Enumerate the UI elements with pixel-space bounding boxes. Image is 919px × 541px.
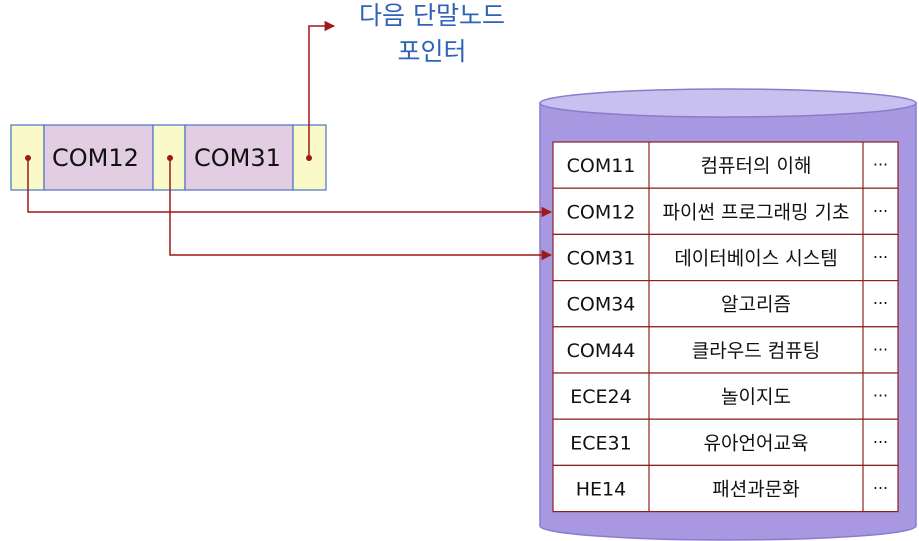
record-name: 패션과문화 — [712, 479, 799, 501]
label-line-1: 다음 단말노드 — [359, 1, 505, 30]
record-code: COM44 — [567, 340, 636, 362]
row-background — [552, 464, 899, 513]
row-background — [552, 141, 899, 189]
record-name: 유아언어교육 — [704, 432, 809, 454]
pointer-dot-3 — [306, 155, 312, 161]
node-key-1: COM12 — [52, 144, 139, 172]
record-more: ··· — [873, 155, 888, 174]
row-background — [552, 372, 899, 420]
record-name: 컴퓨터의 이해 — [701, 155, 812, 177]
pointer-dot-2 — [167, 155, 173, 161]
node-key-2: COM31 — [194, 144, 281, 172]
record-code: ECE31 — [570, 432, 631, 454]
record-name: 알고리즘 — [721, 294, 791, 316]
record-code: COM12 — [567, 201, 636, 223]
table-row: COM34 알고리즘 ··· — [552, 280, 899, 328]
record-name: 파이썬 프로그래밍 기초 — [663, 201, 850, 223]
record-name: 데이터베이스 시스템 — [674, 248, 837, 270]
record-code: COM31 — [567, 248, 636, 270]
index-node: COM12 COM31 — [10, 124, 327, 191]
record-more: ··· — [873, 248, 888, 267]
row-background — [552, 326, 899, 374]
arrow-to-com31 — [169, 158, 553, 261]
row-background — [552, 187, 899, 235]
record-code: HE14 — [576, 479, 626, 501]
record-more: ··· — [873, 201, 888, 220]
key-cell-2 — [184, 124, 294, 191]
table-row: COM31 데이터베이스 시스템 ··· — [552, 233, 899, 282]
table-row: ECE31 유아언어교육 ··· — [552, 418, 899, 467]
pointer-dot-1 — [25, 155, 31, 161]
row-background — [552, 418, 899, 467]
record-more: ··· — [873, 479, 888, 498]
record-more: ··· — [873, 432, 888, 451]
table-row: HE14 패션과문화 ··· — [552, 464, 899, 513]
record-name: 클라우드 컴퓨팅 — [692, 340, 820, 362]
record-code: ECE24 — [570, 386, 631, 408]
table-row: COM44 클라우드 컴퓨팅 ··· — [552, 326, 899, 374]
record-more: ··· — [873, 386, 888, 405]
record-code: COM11 — [567, 155, 636, 177]
table-row: COM11 컴퓨터의 이해 ··· — [552, 141, 899, 189]
record-name: 놀이지도 — [721, 386, 791, 408]
record-more: ··· — [873, 294, 888, 313]
record-code: COM34 — [567, 294, 636, 316]
table-row: ECE24 놀이지도 ··· — [552, 372, 899, 420]
next-leaf-pointer-label: 다음 단말노드 포인터 — [359, 1, 505, 66]
arrow-to-com12 — [27, 158, 553, 218]
label-line-2: 포인터 — [397, 37, 466, 66]
pointer-arrows — [25, 20, 553, 261]
arrow-next-leaf — [308, 20, 336, 158]
record-more: ··· — [873, 340, 888, 359]
row-background — [552, 233, 899, 282]
cylinder-top — [539, 88, 917, 118]
table-row: COM12 파이썬 프로그래밍 기초 ··· — [552, 187, 899, 235]
